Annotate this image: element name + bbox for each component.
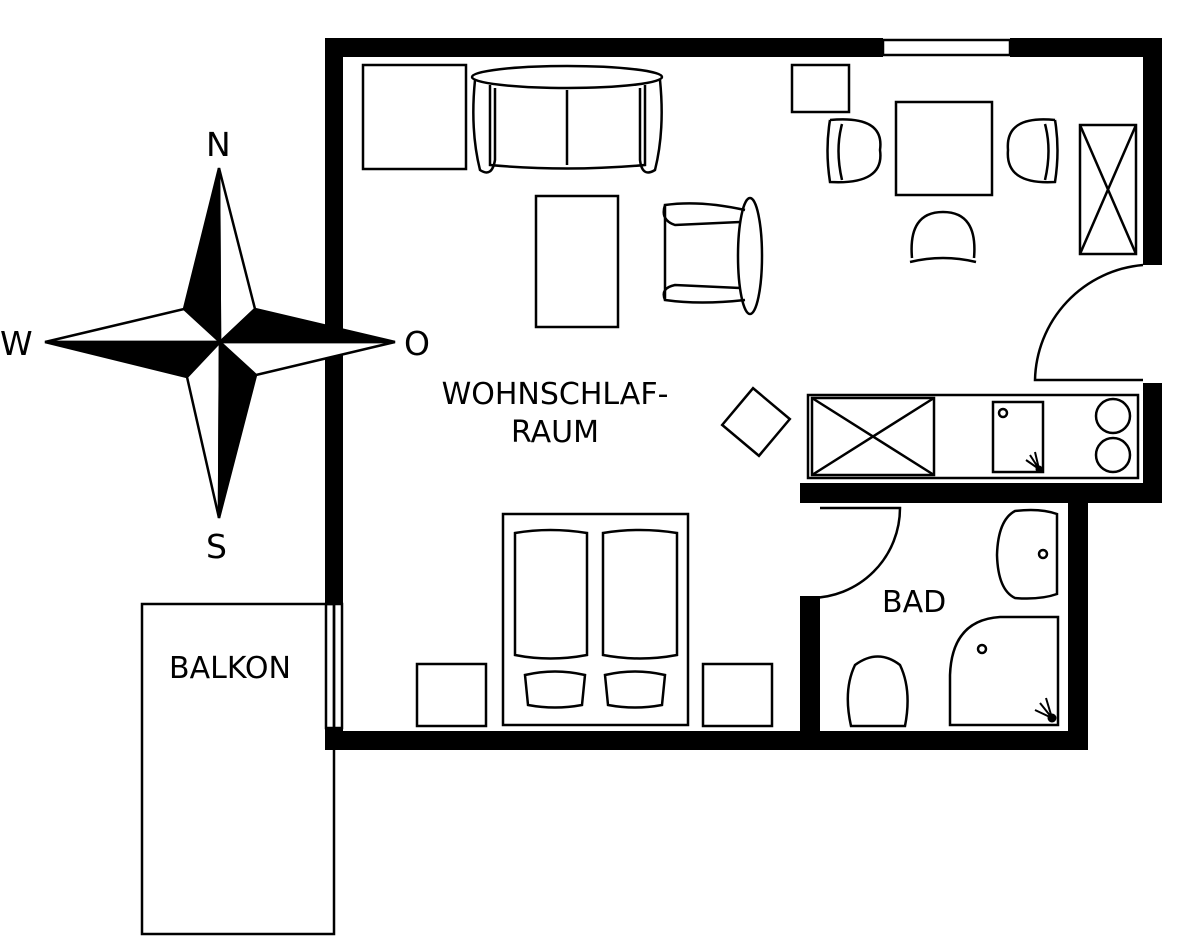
nightstand-left: [415, 662, 488, 728]
double-bed: [501, 512, 690, 727]
window-top: [881, 38, 1012, 57]
tv-stand: [720, 386, 792, 458]
chair-right: [1006, 118, 1059, 184]
compass-south-label: S: [206, 527, 227, 566]
stove-burner: [1094, 397, 1132, 435]
dining-table: [894, 100, 994, 197]
nightstand-right: [701, 662, 774, 728]
entrance-door[interactable]: [1033, 263, 1144, 382]
washbasin: [995, 508, 1059, 600]
compass-west-label: W: [0, 324, 33, 363]
chair-left: [826, 118, 882, 184]
coffee-table: [534, 194, 620, 329]
room-label-balcony: BALKON: [169, 651, 291, 686]
room-label-bath: BAD: [882, 585, 947, 620]
wardrobe: [1078, 123, 1138, 256]
compass-east-label: O: [404, 324, 430, 363]
room-label-living-line1: WOHNSCHLAF-: [441, 377, 669, 412]
sofa: [472, 79, 663, 174]
chair-bottom: [909, 210, 977, 264]
walls: [325, 38, 1162, 750]
armchair: [662, 202, 746, 304]
toilet: [846, 655, 909, 728]
fridge: [810, 396, 936, 477]
compass-rose: [44, 167, 396, 519]
shower: [948, 615, 1060, 727]
kitchen-sink: [991, 400, 1045, 474]
kitchen-counter: [806, 393, 1140, 480]
compass-north-label: N: [206, 125, 231, 164]
side-table: [790, 63, 851, 114]
room-label-living: WOHNSCHLAF- RAUM: [415, 380, 695, 448]
cabinet: [361, 63, 468, 171]
stove-burner: [1094, 436, 1132, 474]
room-label-living-line2: RAUM: [511, 415, 599, 450]
balcony-outline: [140, 602, 336, 936]
bath-door[interactable]: [809, 506, 902, 600]
